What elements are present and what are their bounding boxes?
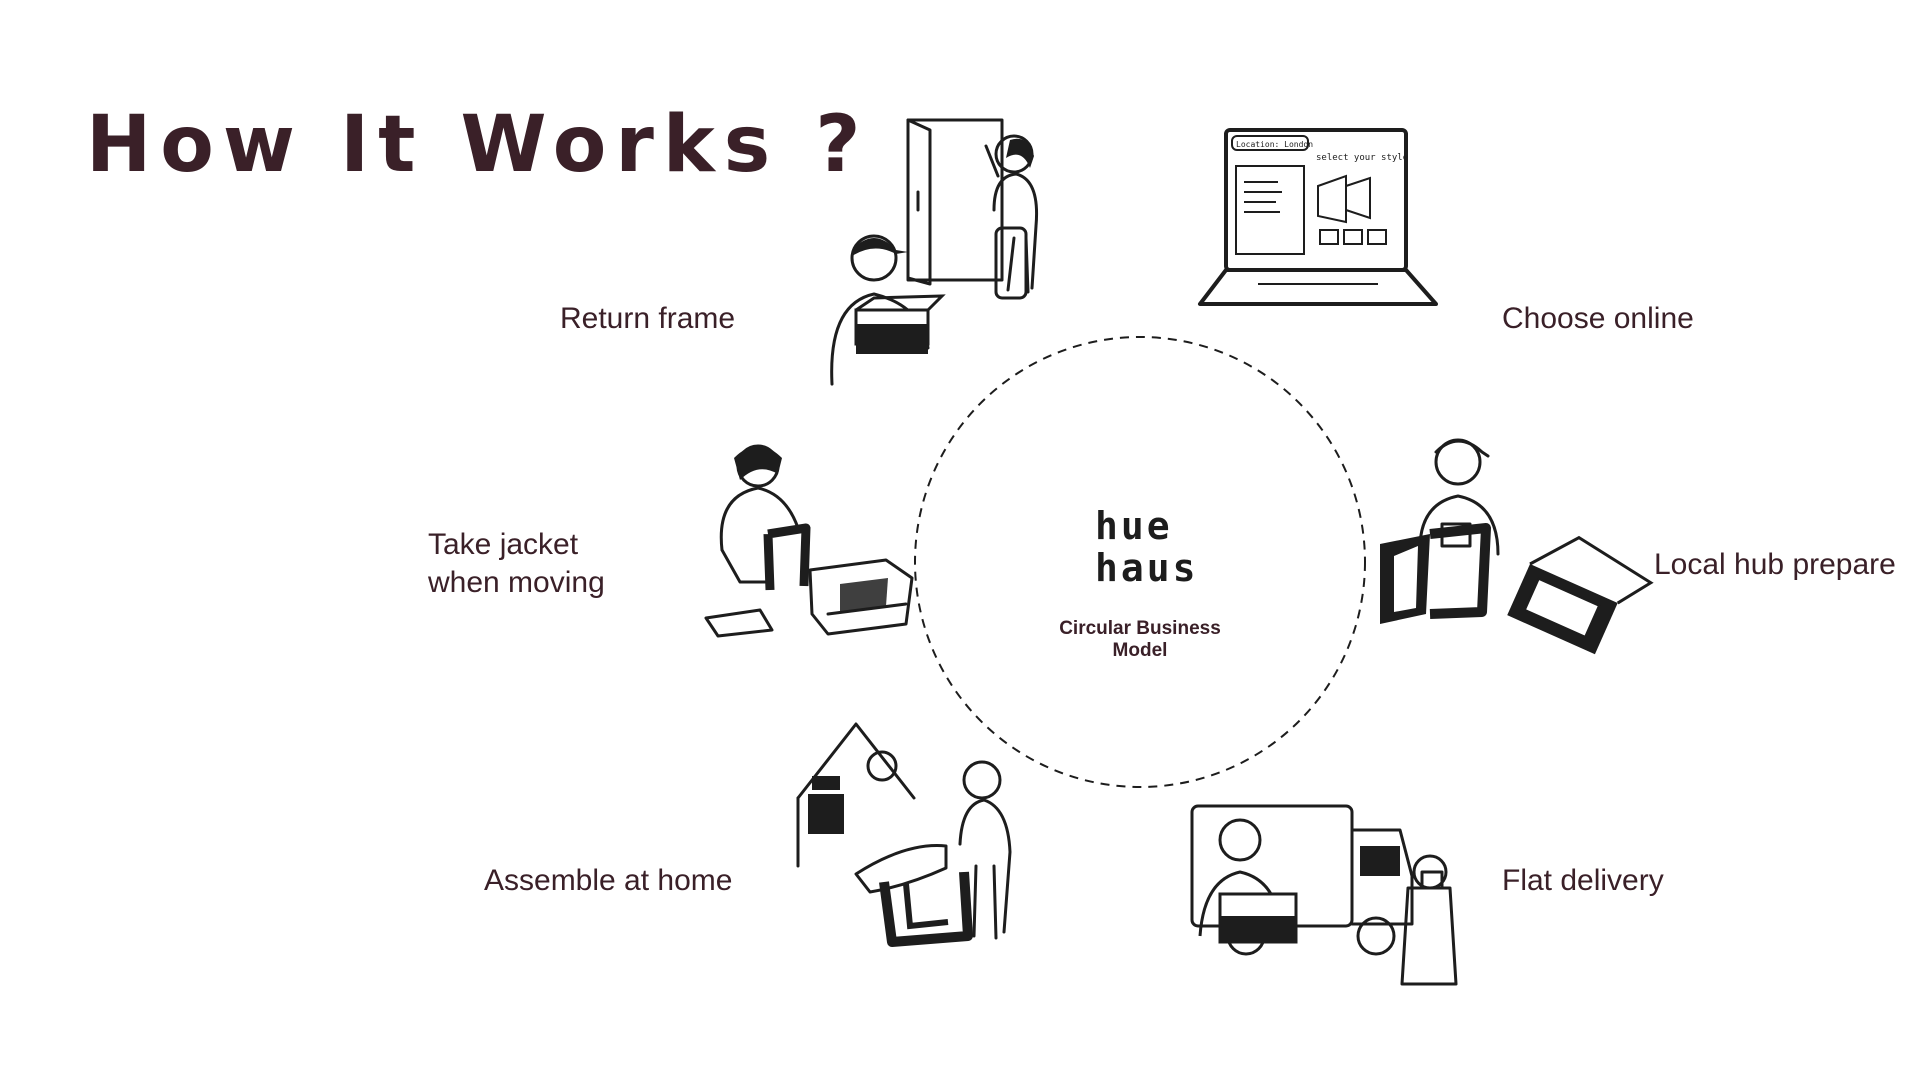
step-label-assemble: Assemble at home [484, 862, 732, 900]
step-label-choose-online: Choose online [1502, 300, 1694, 338]
returning-box-icon [818, 118, 1048, 388]
delivery-truck-icon [1180, 776, 1480, 996]
laptop-icon: Location: London select your style [1198, 126, 1438, 306]
worker-with-chair-icon [1370, 424, 1650, 674]
laptop-location-text: Location: London [1236, 140, 1313, 149]
laptop-style-prompt: select your style [1316, 153, 1408, 163]
page-title: How It Works ? [86, 100, 870, 190]
center-subtitle: Circular Business Model [1030, 618, 1250, 662]
brand-line-1: hue [1095, 504, 1173, 548]
step-label-return-frame: Return frame [560, 300, 735, 338]
packing-suitcase-icon [700, 438, 920, 642]
step-label-local-hub: Local hub prepare [1654, 546, 1896, 584]
step-label-flat-delivery: Flat delivery [1502, 862, 1664, 900]
brand-logo: hue haus [1095, 505, 1199, 589]
brand-line-2: haus [1095, 546, 1199, 590]
assembling-chair-icon [796, 716, 1046, 956]
